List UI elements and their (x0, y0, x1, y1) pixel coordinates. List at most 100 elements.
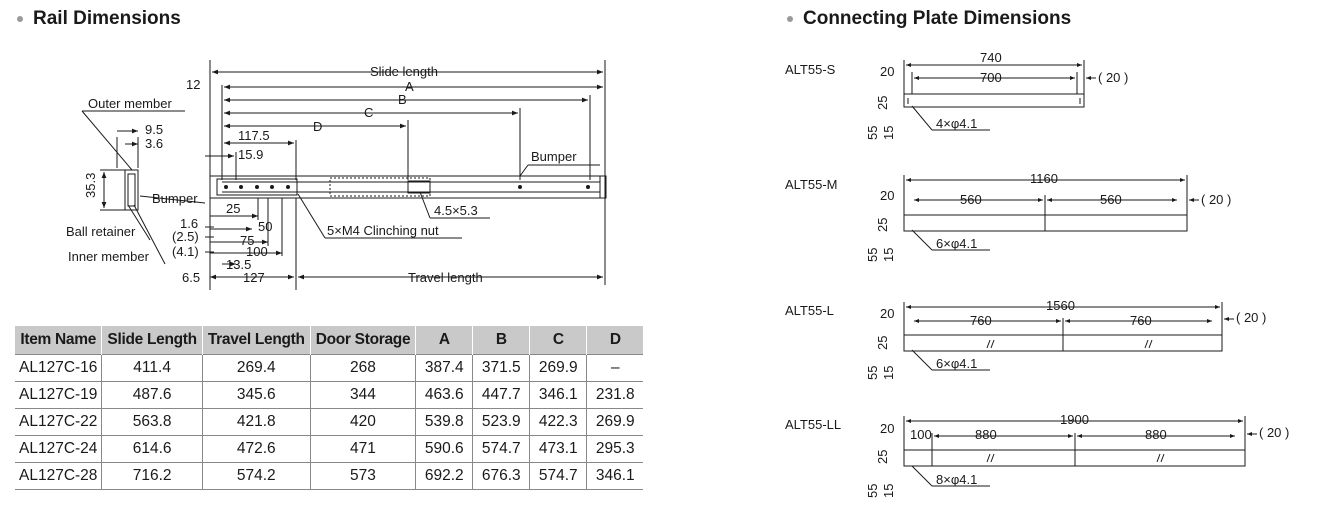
plate-s-holes: 4×φ4.1 (936, 116, 977, 131)
header-item-name: Item Name (15, 326, 102, 355)
dim-75-label: 75 (240, 233, 254, 248)
plate-s-total: 740 (980, 50, 1002, 65)
cell-b: 523.9 (472, 408, 530, 436)
cell-a: 539.8 (415, 408, 473, 436)
dim-2-5-label: (2.5) (172, 229, 199, 244)
plate-m-seg2: 560 (1100, 192, 1122, 207)
cell-travel-length: 421.8 (201, 408, 311, 436)
dim-100-label: 100 (246, 244, 268, 259)
cell-a: 387.4 (415, 354, 473, 382)
cell-b: 574.7 (472, 435, 530, 463)
dim-127-label: 127 (243, 270, 265, 285)
dim-b-label: B (398, 92, 407, 107)
dim-13-5-label: 13.5 (226, 257, 251, 272)
cell-c: 346.1 (529, 381, 587, 409)
plate-l-seg2: 760 (1130, 313, 1152, 328)
table-row: AL127C-28 716.2 574.2 573 692.2 676.3 57… (15, 462, 644, 490)
plate-l-h3: 15 (881, 366, 896, 380)
plate-m-holes: 6×φ4.1 (936, 236, 977, 251)
dim-117-5-label: 117.5 (238, 128, 270, 143)
plate-ll-end: ( 20 ) (1259, 425, 1289, 440)
plate-m-h1: 25 (875, 218, 890, 232)
plate-ll-h1: 25 (875, 450, 890, 464)
cell-d: 346.1 (586, 462, 644, 490)
plate-l-model: ALT55-L (785, 303, 834, 318)
dim-35-3-label: 35.3 (83, 173, 98, 198)
plate-ll-h2: 55 (865, 484, 880, 498)
plate-l-holes: 6×φ4.1 (936, 356, 977, 371)
table-row: AL127C-22 563.8 421.8 420 539.8 523.9 42… (15, 408, 644, 436)
rail-dimension-drawing: Slide length A B C D 12 Outer member 9.5… (66, 60, 607, 290)
dim-4-1-label: (4.1) (172, 244, 199, 259)
plate-m-end: ( 20 ) (1201, 192, 1231, 207)
plate-s-left: 20 (880, 64, 894, 79)
cell-c: 574.7 (529, 462, 587, 490)
plate-ll-holes: 8×φ4.1 (936, 472, 977, 487)
dim-25-label: 25 (226, 201, 240, 216)
table-row: AL127C-16 411.4 269.4 268 387.4 371.5 26… (15, 354, 644, 382)
clinching-nut-label: 5×M4 Clinching nut (327, 223, 439, 238)
plate-ll-seg2: 880 (1145, 427, 1167, 442)
plate-l-h1: 25 (875, 336, 890, 350)
plate-heading-text: Connecting Plate Dimensions (803, 8, 1072, 29)
plate-m-seg1: 560 (960, 192, 982, 207)
cell-c: 422.3 (529, 408, 587, 436)
table-row: AL127C-24 614.6 472.6 471 590.6 574.7 47… (15, 435, 644, 463)
plate-s-h1: 25 (875, 96, 890, 110)
plate-s-h3: 15 (881, 126, 896, 140)
header-slide-length: Slide Length (101, 326, 203, 355)
cell-slide-length: 563.8 (101, 408, 203, 436)
cell-item-name: AL127C-24 (15, 435, 102, 463)
header-d: D (586, 326, 644, 355)
cell-slide-length: 411.4 (101, 354, 203, 382)
cell-a: 692.2 (415, 462, 473, 490)
cell-d: 295.3 (586, 435, 644, 463)
cell-a: 590.6 (415, 435, 473, 463)
header-c: C (529, 326, 587, 355)
cell-d: 231.8 (586, 381, 644, 409)
bumper-left-label: Bumper (152, 191, 198, 206)
outer-member-label: Outer member (88, 96, 172, 111)
cell-slide-length: 716.2 (101, 462, 203, 490)
cell-travel-length: 269.4 (201, 354, 311, 382)
cell-item-name: AL127C-19 (15, 381, 102, 409)
rail-dimensions-heading: Rail Dimensions (17, 8, 181, 30)
cell-b: 676.3 (472, 462, 530, 490)
cell-travel-length: 472.6 (201, 435, 311, 463)
cell-b: 371.5 (472, 354, 530, 382)
dim-50-label: 50 (258, 219, 272, 234)
plate-ll-first: 100 (910, 427, 932, 442)
dim-3-6-label: 3.6 (145, 136, 163, 151)
slot-size-label: 4.5×5.3 (434, 203, 478, 218)
plate-ll-total: 1900 (1060, 412, 1089, 427)
rail-spec-table: Item Name Slide Length Travel Length Doo… (15, 326, 644, 490)
bullet-icon (787, 16, 793, 22)
bullet-icon (17, 16, 23, 22)
inner-member-label: Inner member (68, 249, 150, 264)
cell-a: 463.6 (415, 381, 473, 409)
cell-slide-length: 614.6 (101, 435, 203, 463)
cell-travel-length: 345.6 (201, 381, 311, 409)
ball-retainer-label: Ball retainer (66, 224, 136, 239)
plate-s-model: ALT55-S (785, 62, 836, 77)
plate-m-total: 1160 (1030, 171, 1058, 186)
plate-ll-left: 20 (880, 421, 894, 436)
plate-l-h2: 55 (865, 366, 880, 380)
dim-c-label: C (364, 105, 373, 120)
dim-15-9-label: 15.9 (238, 147, 263, 162)
table-row: AL127C-19 487.6 345.6 344 463.6 447.7 34… (15, 381, 644, 409)
dim-a-label: A (405, 79, 414, 94)
header-a: A (415, 326, 473, 355)
header-b: B (472, 326, 530, 355)
cell-slide-length: 487.6 (101, 381, 203, 409)
slide-length-label: Slide length (370, 64, 438, 79)
dim-d-label: D (313, 119, 322, 134)
travel-length-label: Travel length (408, 270, 483, 285)
plate-ll-h3: 15 (881, 484, 896, 498)
cell-c: 269.9 (529, 354, 587, 382)
dim-6-5-label: 6.5 (182, 270, 200, 285)
cell-item-name: AL127C-16 (15, 354, 102, 382)
cell-door-storage: 420 (309, 408, 416, 436)
header-door-storage: Door Storage (309, 326, 416, 355)
dim-12-label: 12 (186, 77, 200, 92)
